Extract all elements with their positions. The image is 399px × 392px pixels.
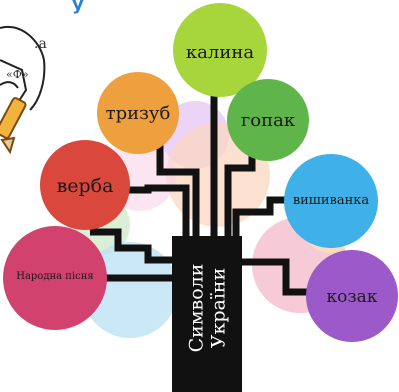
label-hopak: гопак: [240, 110, 296, 131]
pencil-tip: [0, 136, 16, 155]
node-verba: [40, 140, 130, 230]
label-tryzub: тризуб: [105, 103, 171, 124]
node-kozak: [306, 250, 398, 342]
node-tryzub: [97, 72, 179, 154]
trunk-title: Символи України: [172, 240, 242, 376]
sketch-letter-f: «Ф»: [6, 68, 29, 81]
pencil-body: [0, 97, 27, 139]
label-verba: верба: [56, 175, 114, 197]
trunk-title-line1: Символи: [185, 263, 208, 353]
node-vyshyvanka: [284, 154, 378, 248]
header-fragment: у: [72, 0, 84, 15]
label-vyshyvanka: вишиванка: [292, 193, 370, 208]
label-kalyna: калина: [185, 42, 255, 63]
branch-kozak: [240, 258, 314, 296]
trunk-title-line2: України: [207, 267, 230, 349]
label-kozak: козак: [326, 287, 378, 307]
tree-structure: [172, 236, 242, 392]
trunk: [172, 236, 242, 392]
branch-vyshyvanka: [232, 196, 290, 236]
sketch-letter-a: .а: [34, 36, 47, 52]
node-hopak: [227, 79, 309, 161]
sketch-hand-outline: [0, 25, 46, 111]
nodes: [3, 3, 398, 342]
blob-blue: [82, 242, 178, 338]
branch-narodna-pisnia-upper: [90, 228, 178, 264]
pencil-sketch: [0, 25, 46, 155]
node-kalyna: [173, 3, 267, 97]
branch-verba: [120, 184, 190, 236]
sketch-line: [0, 81, 19, 89]
label-narodna-pisnia: Народна пісня: [16, 271, 94, 282]
node-narodna-pisnia: [3, 226, 107, 330]
